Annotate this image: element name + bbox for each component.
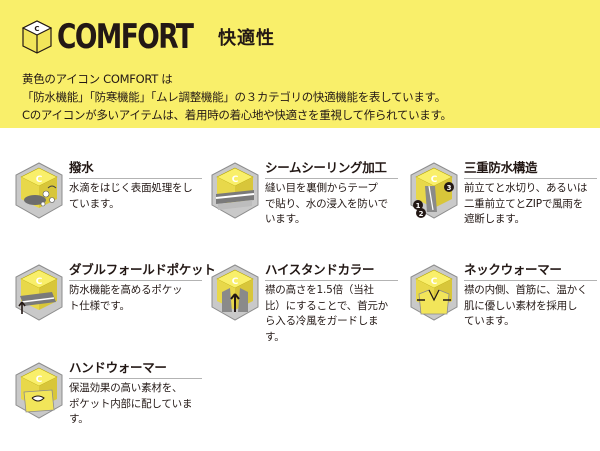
feature-name: ダブルフォールドポケット [69,262,216,277]
feature-description: 襟の内側、首筋に、温かく 肌に優しい素材を採用し ています。 [464,283,596,330]
hand-warmer-icon [15,362,63,419]
feature-description: 保温効果の高い素材を、 ポケット内部に配していま す。 [69,381,201,428]
feature-name: 三重防水構造 [464,160,538,175]
svg-text:C: C [34,25,39,33]
desc-line: す。 [265,330,285,343]
divider [69,378,202,379]
intro-line: 黄色のアイコン COMFORT は [22,72,173,86]
desc-line: ら入る冷風をガードしま [265,315,379,327]
seam-sealing-icon [211,162,259,219]
double-fold-pocket-icon [15,264,63,321]
feature-description: 前立てと水切り、あるいは 二重前立てとZIPで風雨を 遮断します。 [464,181,596,228]
feature-name: シームシーリング加工 [265,160,387,175]
step-label: 2 [419,210,424,218]
intro-line: 「防水機能」「防寒機能」「ムレ調整機能」の３カテゴリの快適機能を表しています。 [22,90,446,104]
comfort-cube-icon: C [22,20,52,54]
feature-description: 防水機能を高めるポケッ ト仕様です。 [69,283,201,314]
desc-line: 遮断します。 [464,213,525,225]
divider [464,178,597,179]
step-label: 3 [447,184,452,192]
feature-item-double-fold-pocket: ダブルフォールドポケット 防水機能を高めるポケッ ト仕様です。 [12,262,216,342]
divider [464,280,597,281]
divider [265,178,398,179]
desc-line: 肌に優しい素材を採用し [464,299,578,312]
feature-item-high-stand-collar: ハイスタンドカラー 襟の高さを1.5倍（当社 比）にすることで、首元か ら入る冷… [208,262,398,345]
desc-line: 前立てと水切り、あるいは [464,182,588,194]
feature-description: 水滴をはじく表面処理をし ています。 [69,181,201,212]
feature-item-water-repellent: 撥水 水滴をはじく表面処理をし ています。 [12,160,202,240]
intro-text: 黄色のアイコン COMFORT は 「防水機能」「防寒機能」「ムレ調整機能」の３… [22,70,452,124]
divider [265,280,398,281]
feature-name: ハンドウォーマー [69,360,167,375]
page-subtitle: 快適性 [218,28,275,49]
desc-line: 防水機能を高めるポケッ [69,284,183,296]
feature-item-triple-waterproof: 3 1 2 三重防水構造 前立てと水切り、あるいは 二重前立てとZIPで風雨を … [407,160,597,240]
intro-line: Cのアイコンが多いアイテムは、着用時の着心地や快適さを重視して作られています。 [22,108,452,122]
feature-item-neck-warmer: ネックウォーマー 襟の内側、首筋に、温かく 肌に優しい素材を採用し ています。 [407,262,597,342]
desc-line: ポケット内部に配していま [69,397,193,410]
desc-line: ています。 [464,315,515,327]
feature-name: ハイスタンドカラー [265,262,375,277]
feature-name: ネックウォーマー [464,262,562,277]
desc-line: で貼り、水の浸入を防いで [265,197,388,210]
neck-warmer-icon [410,264,458,321]
feature-name: 撥水 [69,160,94,175]
desc-line: ています。 [69,197,120,210]
desc-line: 水滴をはじく表面処理をし [69,182,193,194]
water-repellent-icon [15,162,63,219]
desc-line: 襟の内側、首筋に、温かく [464,284,588,296]
desc-line: 比）にすることで、首元か [265,299,388,312]
feature-item-hand-warmer: ハンドウォーマー 保温効果の高い素材を、 ポケット内部に配していま す。 [12,360,202,440]
desc-line: 縫い目を裏側からテープ [265,182,378,194]
desc-line: 二重前立てとZIPで風雨を [464,197,584,210]
desc-line: 保温効果の高い素材を、 [69,382,183,394]
feature-item-seam-sealing: シームシーリング加工 縫い目を裏側からテープ で貼り、水の浸入を防いで います。 [208,160,398,240]
desc-line: 襟の高さを1.5倍（当社 [265,284,374,296]
high-stand-collar-icon [211,264,259,321]
page-title: COMFORT [57,17,194,57]
comfort-header: C COMFORT 快適性 黄色のアイコン COMFORT は 「防水機能」「防… [0,0,600,128]
divider [69,178,202,179]
step-label: 1 [416,202,421,210]
feature-description: 襟の高さを1.5倍（当社 比）にすることで、首元か ら入る冷風をガードしま す。 [265,283,397,345]
triple-waterproof-icon: 3 1 2 [410,162,458,219]
desc-line: す。 [69,413,89,425]
desc-line: ト仕様です。 [69,299,130,312]
feature-description: 縫い目を裏側からテープ で貼り、水の浸入を防いで います。 [265,181,397,228]
desc-line: います。 [265,213,306,225]
divider [69,280,202,281]
